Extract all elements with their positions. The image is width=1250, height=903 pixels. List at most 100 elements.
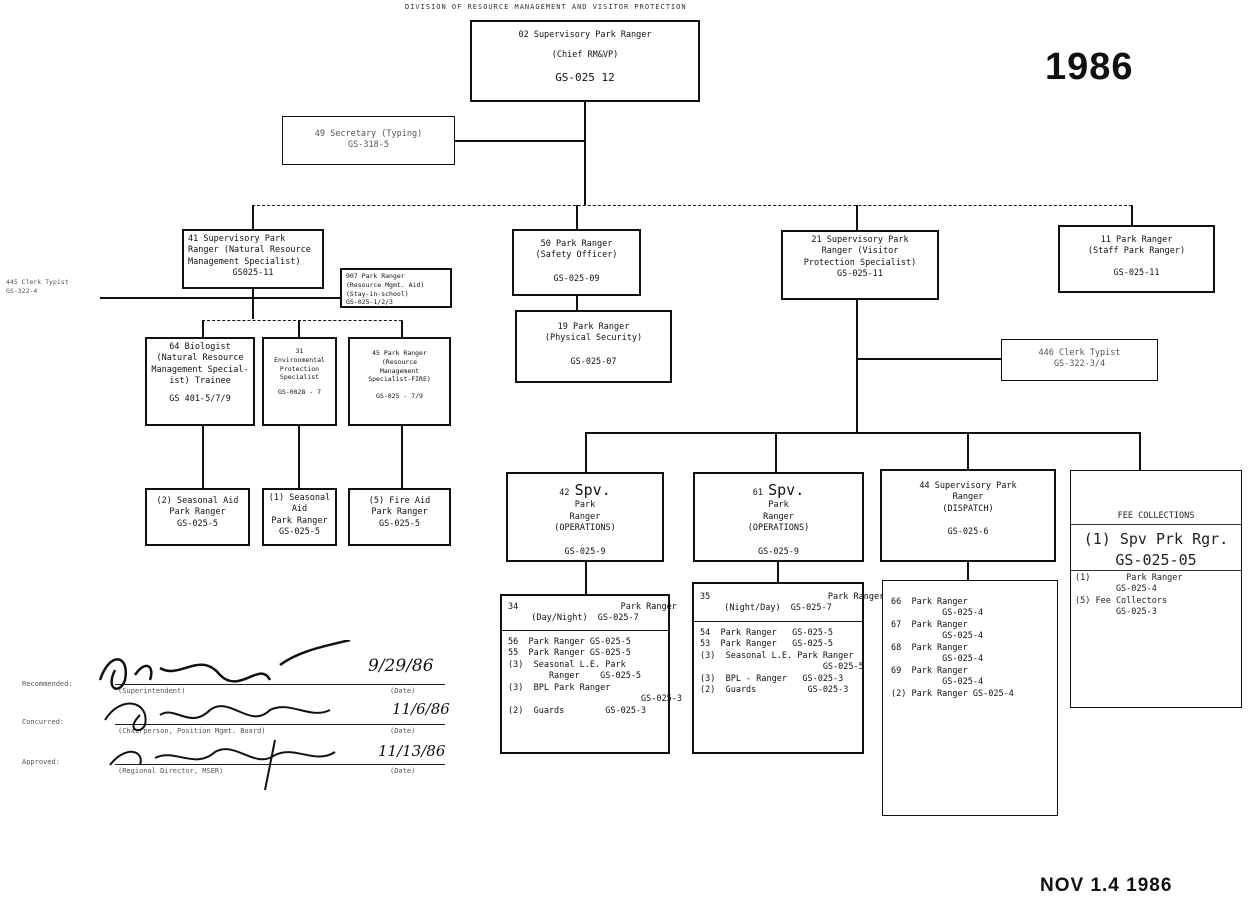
recommended-date-label: (Date) <box>390 687 416 695</box>
operations-61-grade: GS-025-9 <box>758 546 799 557</box>
fee-collections-title: FEE COLLECTIONS <box>1071 511 1241 526</box>
physical-security-grade: GS-025-07 <box>570 356 617 367</box>
environmental-box: 31 Environmental Protection Specialist G… <box>262 337 337 426</box>
natural-resource-title: 41 Supervisory Park Ranger (Natural Reso… <box>188 234 311 267</box>
list-44-row: 69 Park Ranger <box>891 665 968 676</box>
fire-aid-grade: GS-025-5 <box>379 518 420 529</box>
seasonal-aid-2-title: (1) Seasonal Aid Park Ranger <box>268 493 331 526</box>
chief-subtitle: (Chief RM&VP) <box>551 50 619 61</box>
chief-box: 02 Supervisory Park Ranger (Chief RM&VP)… <box>470 20 700 102</box>
connector <box>967 562 969 580</box>
fee-list-row: GS-025-4 <box>1075 584 1157 595</box>
recommended-label: Recommended: <box>22 680 73 688</box>
list-44-row: GS-025-4 <box>891 608 984 619</box>
list-44-row: GS-025-4 <box>891 677 984 688</box>
list-61-subhead: (Night/Day) GS-025-7 <box>694 603 862 622</box>
connector <box>401 426 403 488</box>
fire-specialist-box: 45 Park Ranger (Resource Management Spec… <box>348 337 451 426</box>
operations-61-staff-list: 35 Park Ranger (Night/Day) GS-025-7 54 P… <box>692 582 885 754</box>
staff-park-ranger-grade: GS-025-11 <box>1113 267 1160 278</box>
connector <box>401 320 403 337</box>
operations-61-box: 61 Spv. Park Ranger (OPERATIONS) GS-025-… <box>693 472 864 562</box>
approved-date-label: (Date) <box>390 767 416 775</box>
safety-officer-grade: GS-025-09 <box>553 273 600 284</box>
list-42-row: (3) Seasonal L.E. Park <box>508 659 626 670</box>
safety-officer-title: 50 Park Ranger (Safety Officer) <box>535 239 618 261</box>
fee-collections-box: FEE COLLECTIONS (1) Spv Prk Rgr. GS-025-… <box>1070 470 1242 708</box>
seasonal-aid-grade: GS-025-5 <box>177 518 218 529</box>
operations-42-number: 42 <box>559 488 570 498</box>
connector <box>576 205 578 230</box>
list-61-row: (2) Guards GS-025-3 <box>700 685 849 696</box>
concurred-date: 11/6/86 <box>392 700 450 718</box>
staff-park-ranger-box: 11 Park Ranger (Staff Park Ranger) GS-02… <box>1058 225 1215 293</box>
clerk-left-grade: GS-322-4 <box>6 286 38 295</box>
list-61-head: 35 Park Ranger <box>700 592 885 602</box>
visitor-protection-title: 21 Supervisory Park Ranger (Visitor Prot… <box>803 235 917 268</box>
fee-collections-grade: GS-025-05 <box>1071 550 1241 571</box>
connector <box>252 289 254 319</box>
list-61-row: (3) Seasonal L.E. Park Ranger <box>700 650 854 661</box>
seasonal-aid-title: (2) Seasonal Aid Park Ranger <box>156 496 239 518</box>
approved-date: 11/13/86 <box>378 742 446 760</box>
safety-officer-box: 50 Park Ranger (Safety Officer) GS-025-0… <box>512 229 641 296</box>
connector <box>856 300 858 432</box>
division-header: DIVISION OF RESOURCE MANAGEMENT AND VISI… <box>405 3 687 11</box>
concurred-label: Concurred: <box>22 718 65 726</box>
fee-list-row: (5) Fee Collectors <box>1075 595 1168 606</box>
fire-aid-title: (5) Fire Aid Park Ranger <box>368 496 431 518</box>
concurred-role: (Chairperson, Position Mgmt. Board) <box>118 727 266 735</box>
secretary-box: 49 Secretary (Typing) GS-318-5 <box>282 116 455 165</box>
list-61-row: (3) BPL - Ranger GS-025-3 <box>700 673 844 684</box>
connector <box>585 432 1140 434</box>
list-44-row: 66 Park Ranger <box>891 597 968 607</box>
dispatch-grade: GS-025-6 <box>947 527 989 538</box>
dispatch-staff-list: 66 Park Ranger GS-025-4 67 Park Ranger G… <box>882 580 1058 816</box>
clerk-right-title: 446 Clerk Typist <box>1038 348 1121 358</box>
list-42-row: (2) Guards GS-025-3 <box>508 705 647 716</box>
connector <box>298 426 300 488</box>
dispatch-box: 44 Supervisory Park Ranger (DISPATCH) GS… <box>880 469 1056 562</box>
biologist-box: 64 Biologist (Natural Resource Managemen… <box>145 337 255 426</box>
approved-label: Approved: <box>22 758 60 766</box>
list-42-row: 55 Park Ranger GS-025-5 <box>508 648 631 659</box>
connector <box>455 140 585 142</box>
list-44-row: (2) Park Ranger GS-025-4 <box>891 688 1014 699</box>
seasonal-aid-2-box: (1) Seasonal Aid Park Ranger GS-025-5 <box>262 488 337 546</box>
operations-61-title: Park Ranger (OPERATIONS) <box>747 500 810 534</box>
connector <box>585 562 587 594</box>
chief-grade: GS-025 12 <box>555 70 615 84</box>
connector <box>100 297 340 299</box>
connector <box>252 205 254 229</box>
concurred-date-label: (Date) <box>390 727 416 735</box>
connector <box>777 562 779 582</box>
physical-security-title: 19 Park Ranger (Physical Security) <box>544 322 643 344</box>
staff-park-ranger-title: 11 Park Ranger (Staff Park Ranger) <box>1087 235 1186 257</box>
dispatch-title: 44 Supervisory Park Ranger (DISPATCH) <box>919 481 1017 514</box>
stay-in-school-title: 907 Park Ranger (Resource Mgmt. Aid) (St… <box>346 272 425 298</box>
operations-42-abbrev: Spv. <box>574 481 611 499</box>
operations-42-grade: GS-025-9 <box>564 546 606 557</box>
list-44-row: 68 Park Ranger <box>891 642 968 653</box>
clerk-right-grade: GS-322-3/4 <box>1053 359 1106 370</box>
connector <box>856 205 858 230</box>
operations-42-box: 42 Spv. Park Ranger (OPERATIONS) GS-025-… <box>506 472 664 562</box>
connector <box>585 432 587 472</box>
stay-in-school-grade: GS-025-1/2/3 <box>346 298 393 307</box>
list-42-subhead: (Day/Night) GS-025-7 <box>502 613 668 631</box>
list-42-row: 56 Park Ranger GS-025-5 <box>508 636 631 647</box>
natural-resource-box: 41 Supervisory Park Ranger (Natural Reso… <box>182 229 324 289</box>
recommended-role: (Superintendent) <box>118 687 186 695</box>
fee-list-row: (1) Park Ranger <box>1075 572 1183 583</box>
fire-specialist-title: 45 Park Ranger (Resource Management Spec… <box>368 349 431 384</box>
connector <box>576 296 578 310</box>
list-44-row: 67 Park Ranger <box>891 619 968 630</box>
biologist-grade: GS 401-5/7/9 <box>169 393 231 404</box>
chief-title: 02 Supervisory Park Ranger <box>518 30 652 40</box>
connector <box>1131 205 1133 225</box>
connector <box>856 358 1001 360</box>
connector <box>202 320 204 337</box>
fee-list-row: GS-025-3 <box>1075 607 1157 618</box>
list-42-row: Ranger GS-025-5 <box>508 671 642 682</box>
list-61-row: 53 Park Ranger GS-025-5 <box>700 639 834 650</box>
